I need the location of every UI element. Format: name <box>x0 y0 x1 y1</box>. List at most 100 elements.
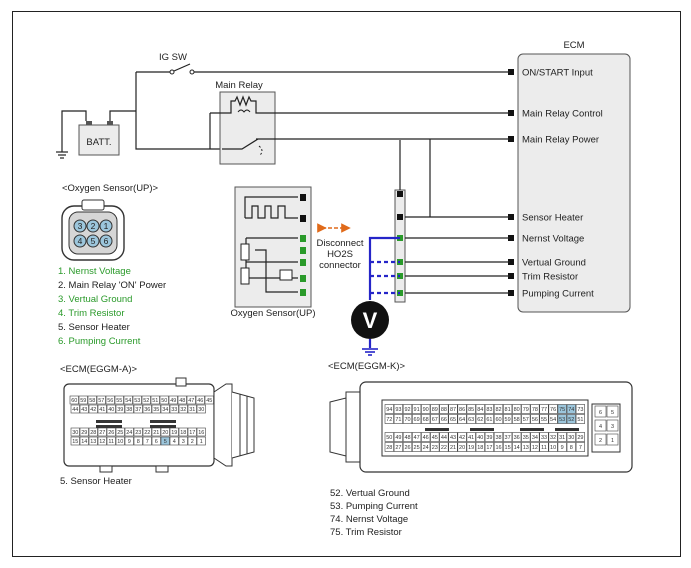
ecm-k-pin-label: 61 <box>486 417 492 423</box>
ecm-a-pin-label: 36 <box>144 407 150 413</box>
ecm-a-key <box>96 425 122 428</box>
ecm-a-pin-label: 42 <box>90 407 96 413</box>
ecm-k-key <box>555 428 579 431</box>
sensor-pin-5 <box>86 234 100 248</box>
ecm-k-pin-78 <box>530 404 540 414</box>
sensor-legend-5: 5. Sensor Heater <box>58 322 130 333</box>
ecm-a-pin-label: 18 <box>180 430 186 436</box>
ecm-k-pin-label: 12 <box>532 445 538 451</box>
ecm-k-pin-label: 16 <box>495 445 501 451</box>
ecm-pin-label-0: ON/START Input <box>522 68 593 79</box>
ecm-k-pin-label: 76 <box>550 407 556 413</box>
ecm-a-pin-38 <box>124 404 134 414</box>
power-circuit: BATT. IG SW Main Relay <box>56 52 510 165</box>
ecm-a-pin-49 <box>168 395 178 405</box>
ecm-pin-3 <box>508 214 514 220</box>
voltmeter-icon <box>351 301 389 339</box>
ecm-k-pin-16 <box>493 442 504 452</box>
ecm-k-pin-label: 36 <box>514 435 520 441</box>
ecm-a-pin-label: 1 <box>200 439 203 445</box>
ecm-k-pin-59 <box>502 414 513 424</box>
ecm-a-pin-15 <box>70 436 80 446</box>
sensor-pin-3 <box>73 219 87 233</box>
ecm-k-pin-label: 42 <box>459 435 465 441</box>
voltmeter-symbol: V <box>363 308 378 333</box>
ecm-k-side-label: 1 <box>611 438 614 444</box>
ecm-k-pin-label: 93 <box>395 407 401 413</box>
main-relay-label: Main Relay <box>215 80 263 91</box>
ecm-k-pin-label: 24 <box>423 445 429 451</box>
ecm-k-pin-label: 71 <box>395 417 401 423</box>
ecm-k-pin-66 <box>439 414 449 424</box>
ecm-a-pin-label: 35 <box>153 407 159 413</box>
ecm-pin-label-5: Vertual Ground <box>522 258 586 269</box>
ecm-k-pin-label: 15 <box>505 445 511 451</box>
ecm-k-side-pin-3 <box>606 419 619 432</box>
ecm-k-pin-label: 26 <box>404 445 410 451</box>
ecm-k-pin-22 <box>439 442 449 452</box>
ecm-k-pin-label: 73 <box>577 407 583 413</box>
ecm-k-pin-35 <box>521 432 531 442</box>
ecm-a-pin-16 <box>196 427 206 437</box>
ecm-k-pin-67 <box>430 414 440 424</box>
ecm-k-pin-label: 86 <box>459 407 465 413</box>
ecm-k-pin-89 <box>430 404 440 414</box>
ecm-k-pin-label: 48 <box>404 435 410 441</box>
sensor-body-pin <box>300 215 306 222</box>
ecm-pin-label-2: Main Relay Power <box>522 135 599 146</box>
ecm-a-pin-30 <box>70 427 80 437</box>
ecm-k-pin-label: 67 <box>432 417 438 423</box>
sensor-pin-2 <box>86 219 100 233</box>
ecm-a-legend-0: 5. Sensor Heater <box>60 476 132 487</box>
ecm-k-pin-23 <box>430 442 440 452</box>
ecm-wires <box>399 139 510 294</box>
ecm-a-pin-label: 54 <box>125 398 131 404</box>
ecm-k-pin-20 <box>457 442 467 452</box>
ecm-a-pin-label: 39 <box>117 407 123 413</box>
ecm-title: ECM <box>563 40 584 51</box>
ecm-a-pin-label: 19 <box>171 430 177 436</box>
ecm-k-side-label: 2 <box>599 438 602 444</box>
sensor-body-pin <box>300 275 306 282</box>
ecm-a-pin-label: 13 <box>90 439 96 445</box>
ecm-k-legend-3: 75. Trim Resistor <box>330 527 402 538</box>
sensor-body-pin <box>300 259 306 266</box>
ecm-k-pin-82 <box>493 404 504 414</box>
disconnect-label-1: Disconnect <box>317 238 364 249</box>
ecm-k-pin-19 <box>466 442 476 452</box>
ecm-a-pin-56 <box>105 395 115 405</box>
ecm-a-pin-label: 20 <box>162 430 168 436</box>
ecm-k-pin-14 <box>512 442 522 452</box>
ecm-a-pin-51 <box>150 395 160 405</box>
ecm-a-pin-22 <box>142 427 152 437</box>
ecm-k-side-pin-6 <box>594 405 607 418</box>
ecm-k-pin-label: 91 <box>414 407 420 413</box>
ecm-k-pin-72 <box>384 414 394 424</box>
ecm-a-pin-label: 46 <box>197 398 203 404</box>
ecm-a-pin-label: 10 <box>117 439 123 445</box>
ecm-k-pin-label: 37 <box>505 435 511 441</box>
ecm-k-pin-90 <box>421 404 431 414</box>
ecm-k-pin-8 <box>566 442 576 452</box>
battery <box>78 124 120 156</box>
ecm-a-pin-60 <box>69 395 79 405</box>
ecm-k-pin-63 <box>466 414 476 424</box>
ecm-k-pin-55 <box>539 414 549 424</box>
sensor-pin-label: 5 <box>91 236 96 246</box>
ecm-k-pin-12 <box>530 442 540 452</box>
ecm-k-pin-10 <box>548 442 558 452</box>
ecm-a-pin-57 <box>96 395 106 405</box>
ecm-a-pin-label: 47 <box>188 398 194 404</box>
ecm-k-pin-label: 53 <box>559 417 565 423</box>
ecm-k-pin-18 <box>475 442 485 452</box>
ecm-k-pin-label: 55 <box>541 417 547 423</box>
ecm-a-pin-label: 5 <box>164 439 167 445</box>
ecm-k-pin-label: 62 <box>477 417 483 423</box>
ecm-a-pin-41 <box>97 404 107 414</box>
ecm-k-pin-label: 68 <box>423 417 429 423</box>
sensor-pin-label: 3 <box>78 221 83 231</box>
ecm-k-pin-label: 51 <box>577 417 583 423</box>
ecm-k-pin-label: 29 <box>577 435 583 441</box>
ecm-a-pin-7 <box>142 436 152 446</box>
